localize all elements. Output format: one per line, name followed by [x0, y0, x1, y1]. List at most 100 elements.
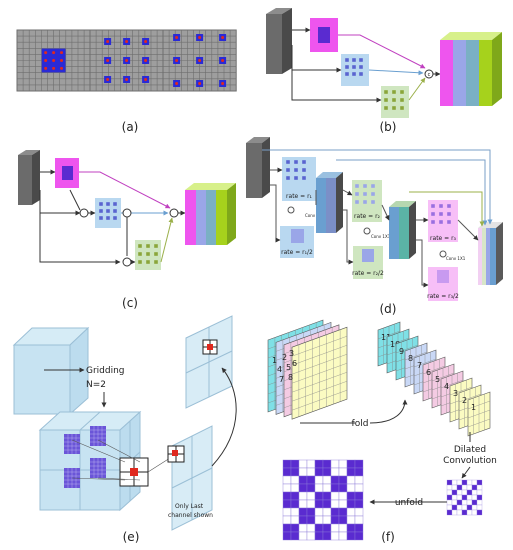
output-cell — [338, 531, 348, 541]
stage2-output — [389, 201, 416, 259]
label-rate-r2: rate = r₂ — [354, 213, 380, 220]
kernel-cell — [355, 184, 359, 188]
output-cell — [346, 523, 356, 533]
kernel-cell — [154, 244, 158, 248]
output-cell — [306, 459, 316, 469]
kernel-cell — [456, 504, 463, 511]
output-cell — [354, 531, 364, 541]
kernel-cell — [99, 202, 103, 206]
label-conv1x1: Conv 1X1 — [446, 256, 466, 261]
output-cell — [306, 531, 316, 541]
kernel-cell — [447, 212, 451, 216]
output-cell — [346, 499, 356, 509]
kernel-cell — [431, 220, 435, 224]
dilation-grid-rate2 — [89, 29, 164, 92]
output-cell — [354, 459, 364, 469]
kernel-cell — [355, 192, 359, 196]
output-cell — [338, 491, 348, 501]
kernel-cell — [461, 484, 468, 491]
kernel-r3-half — [437, 270, 449, 283]
dilated-kernel-wide — [384, 90, 404, 110]
kernel-tap — [60, 66, 64, 70]
label-rate-r2-half: rate = r₂/2 — [352, 270, 384, 277]
output-cell — [306, 491, 316, 501]
output-plane — [185, 315, 233, 409]
output-cell — [338, 483, 348, 493]
kernel-cell — [466, 494, 473, 501]
output-cell — [322, 523, 332, 533]
kernel-tap — [44, 59, 48, 62]
kernel-cell — [400, 90, 404, 94]
kernel-cell — [451, 484, 458, 491]
output-cell — [322, 467, 332, 477]
kernel-cell — [352, 58, 356, 62]
kernel-cell — [461, 494, 468, 501]
position-digit: 2 — [282, 353, 287, 362]
output-cell — [290, 491, 300, 501]
position-digit: 7 — [279, 375, 284, 384]
output-cell — [330, 523, 340, 533]
dilated-kernel-r3 — [431, 204, 451, 224]
kernel-cell — [138, 260, 142, 264]
output-cell — [346, 491, 356, 501]
channel-digit: 3 — [453, 389, 458, 398]
kernel-tap — [125, 59, 129, 62]
output-cell — [314, 491, 324, 501]
kernel-cell — [345, 58, 349, 62]
kernel-cell — [451, 489, 458, 496]
output-cell — [330, 507, 340, 517]
add-node — [122, 208, 132, 218]
input-channel-stack — [267, 319, 348, 420]
kernel-cell — [431, 204, 435, 208]
kernel-cell — [113, 202, 117, 206]
caption-e: (e) — [123, 530, 140, 544]
output-cell — [330, 499, 340, 509]
kernel-tap — [44, 66, 48, 70]
label-dilated-2: Convolution — [443, 456, 497, 466]
label-n-value: N=2 — [86, 380, 106, 390]
panel-d: rate = r₁ rate = r₁/2 Conv 1X1 rate = r₂… — [246, 137, 503, 316]
kernel-cell — [466, 484, 473, 491]
stage1-output — [316, 172, 343, 233]
output-cell — [322, 507, 332, 517]
unfolded-output-grid — [282, 459, 364, 541]
output-cell — [298, 459, 308, 469]
output-cell — [330, 491, 340, 501]
kernel-cell — [456, 499, 463, 506]
caption-c: (c) — [122, 296, 138, 310]
kernel-cell — [154, 252, 158, 256]
channel-digit: 8 — [408, 354, 413, 363]
kernel-cell — [461, 509, 468, 516]
dilated-kernel-r1 — [286, 160, 306, 180]
output-cell — [338, 507, 348, 517]
kernel-cell — [461, 489, 468, 496]
kernel-cell — [447, 204, 451, 208]
output-cell — [290, 467, 300, 477]
output-cell — [338, 499, 348, 509]
kernel-cell — [294, 176, 298, 180]
output-cell — [298, 515, 308, 525]
output-cell — [330, 467, 340, 477]
output-cell — [338, 515, 348, 525]
output-cell — [306, 515, 316, 525]
kernel-cell — [345, 72, 349, 76]
kernel-cell — [446, 504, 453, 511]
label-conv1x1: Conv 1X1 — [305, 213, 325, 218]
output-cell — [354, 515, 364, 525]
kernel-r2-half — [362, 249, 374, 262]
kernel-r1-half — [291, 229, 304, 243]
panel-c: (c) — [18, 150, 236, 310]
kernel-cell — [476, 499, 483, 506]
output-concat-stack — [185, 183, 236, 245]
output-cell — [298, 507, 308, 517]
output-cell — [346, 483, 356, 493]
channel-digit: 10 — [390, 340, 400, 349]
panel-a: (a) — [16, 29, 237, 134]
kernel-cell — [456, 494, 463, 501]
label-only-last-1: Only Last — [175, 503, 204, 510]
kernel-tap — [144, 59, 148, 62]
kernel-cell — [461, 499, 468, 506]
kernel-cell — [476, 504, 483, 511]
output-cell — [306, 507, 316, 517]
